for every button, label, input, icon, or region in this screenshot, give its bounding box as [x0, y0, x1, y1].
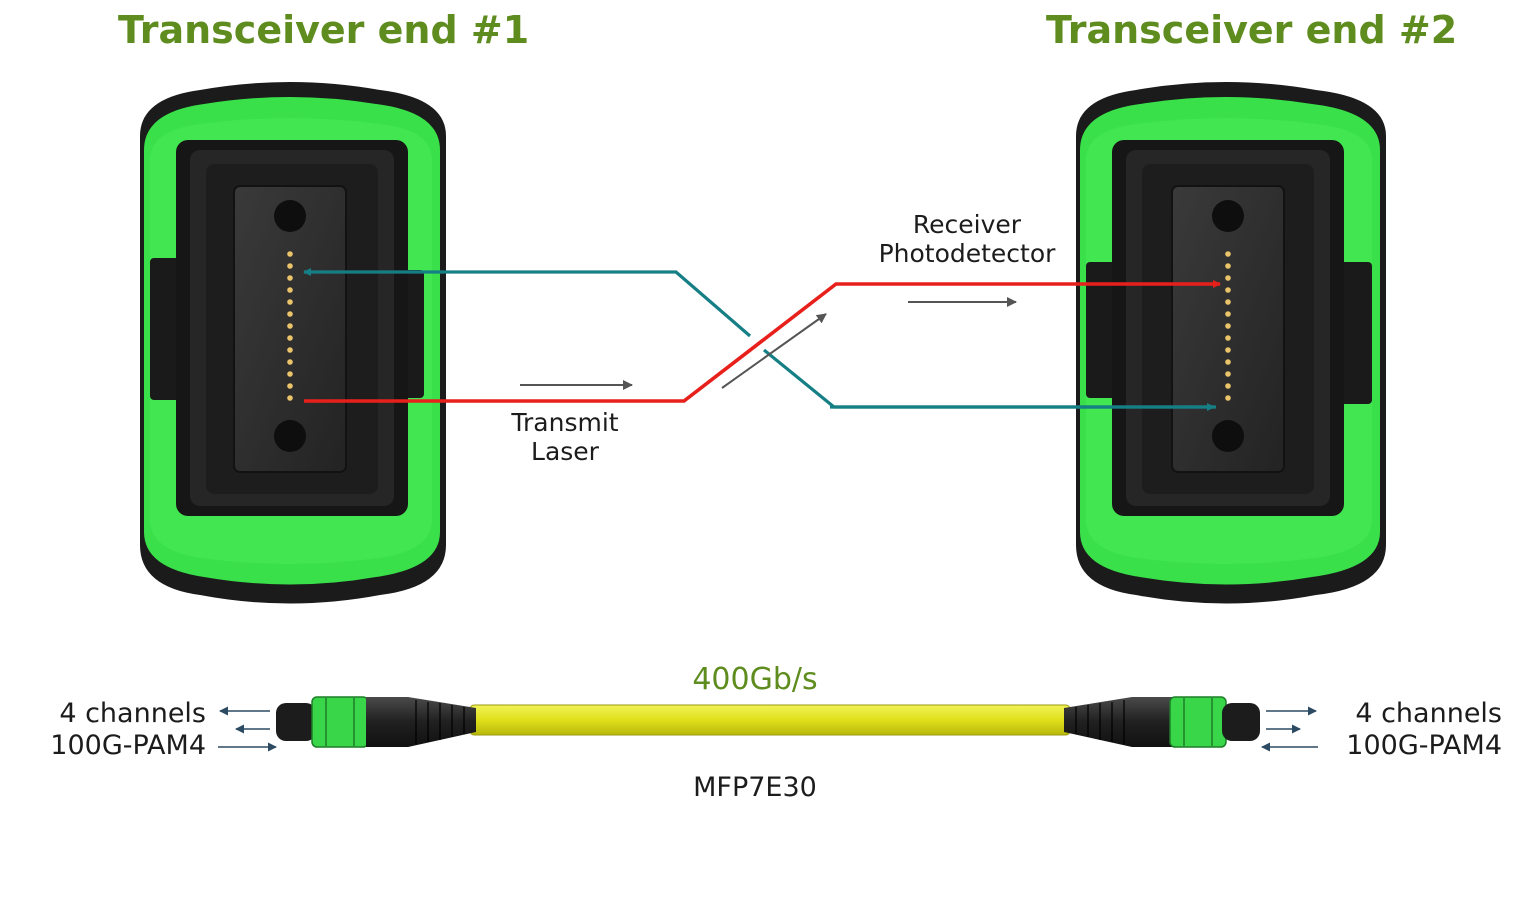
cable-connector-left: [276, 696, 476, 748]
receiver-label-line1: Receiver: [912, 210, 1022, 239]
left-channel-info: 4 channels 100G-PAM4: [34, 698, 206, 762]
fiber-array-end-2: [1225, 251, 1231, 401]
transceiver-end-1-title: Transceiver end #1: [118, 8, 530, 52]
right-channel-arrows: [1261, 706, 1318, 752]
left-channel-arrows: [218, 706, 277, 752]
receiver-label-line2: Photodetector: [878, 239, 1056, 268]
transceiver-end-2-title: Transceiver end #2: [1046, 8, 1458, 52]
transceiver-end-2: [1076, 82, 1386, 604]
fiber-array-end-1: [287, 251, 293, 401]
cable-part-number: MFP7E30: [693, 772, 817, 803]
transmit-path-red: [304, 280, 1221, 403]
cable-connector-right: [1064, 696, 1260, 748]
right-channels-text: 4 channels: [1355, 698, 1502, 729]
transmit-label-line2: Laser: [531, 437, 599, 466]
direction-arrow-diagonal: [721, 313, 827, 389]
left-modulation-text: 100G-PAM4: [50, 730, 206, 761]
transmit-laser-label: Transmit Laser: [490, 408, 640, 466]
transmit-label-line1: Transmit: [511, 408, 619, 437]
mpo-cable: [276, 696, 1260, 748]
right-channel-info: 4 channels 100G-PAM4: [1330, 698, 1502, 762]
left-channels-text: 4 channels: [59, 698, 206, 729]
right-modulation-text: 100G-PAM4: [1346, 730, 1502, 761]
receiver-photodetector-label: Receiver Photodetector: [870, 210, 1064, 268]
transceiver-end-1: [140, 82, 446, 604]
cable-speed-label: 400Gb/s: [692, 662, 818, 697]
